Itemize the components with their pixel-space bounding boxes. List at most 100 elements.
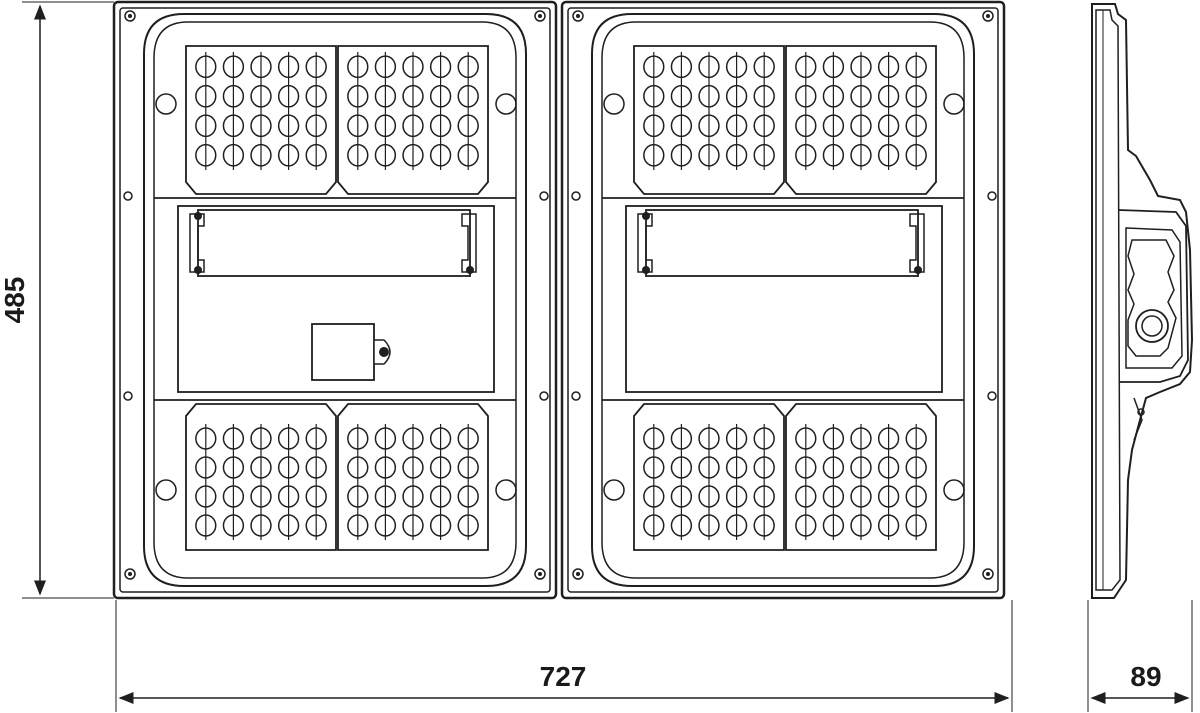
screw-head (986, 14, 990, 18)
led-lens (725, 514, 748, 537)
led-lens (402, 456, 424, 479)
led-lens (347, 427, 369, 450)
front-view (112, 0, 1006, 600)
led-lens (402, 55, 424, 79)
led-lens (850, 55, 872, 79)
led-lens (753, 84, 775, 108)
height-dimension-label: 485 (0, 277, 30, 324)
led-lens (305, 114, 327, 138)
led-lens (850, 427, 872, 450)
led-lens (305, 55, 327, 79)
led-lens (905, 485, 927, 508)
led-lens (277, 485, 300, 508)
led-lens (347, 84, 369, 108)
led-lens (698, 427, 720, 450)
led-lens (402, 143, 424, 167)
led-lens (347, 485, 369, 508)
screw-head (986, 572, 990, 576)
screw-head (576, 572, 580, 576)
led-lens (457, 427, 479, 450)
corner-screw (124, 10, 136, 22)
corner-screw (124, 568, 136, 580)
led-lens (670, 114, 693, 138)
screw-head (576, 14, 580, 18)
led-lens (877, 514, 900, 537)
led-lens (850, 114, 872, 138)
led-lens (643, 485, 665, 508)
led-lens (698, 514, 720, 537)
screw-head (128, 14, 132, 18)
led-module (337, 45, 489, 195)
side-screw (123, 391, 133, 401)
led-lens (643, 456, 665, 479)
side-screw (539, 391, 549, 401)
led-lens (850, 84, 872, 108)
terminal-gland-nut (379, 347, 389, 357)
led-lens (822, 55, 845, 79)
led-lens (250, 143, 272, 167)
screw-head (128, 572, 132, 576)
led-lens (753, 514, 775, 537)
led-lens (277, 114, 300, 138)
width-dimension-label: 727 (540, 661, 587, 692)
led-lens (795, 143, 817, 167)
led-lens (374, 427, 397, 450)
led-lens (822, 427, 845, 450)
led-lens (905, 114, 927, 138)
led-lens (277, 55, 300, 79)
led-lens (725, 114, 748, 138)
led-module (633, 45, 785, 195)
led-lens (670, 55, 693, 79)
side-screw (571, 391, 581, 401)
led-lens (250, 485, 272, 508)
led-lens (374, 514, 397, 537)
led-lens (277, 143, 300, 167)
lens-window-inner (153, 21, 517, 579)
corner-screw (982, 10, 994, 22)
depth-dimension-label: 89 (1130, 661, 1161, 692)
led-lens (222, 143, 245, 167)
led-lens (795, 114, 817, 138)
led-lens (374, 84, 397, 108)
led-lens (457, 84, 479, 108)
led-lens (305, 84, 327, 108)
led-lens (905, 84, 927, 108)
led-lens (670, 514, 693, 537)
led-lens (374, 114, 397, 138)
led-lens (250, 456, 272, 479)
led-lens (305, 514, 327, 537)
led-lens (347, 55, 369, 79)
led-lens (457, 55, 479, 79)
led-lens (195, 143, 217, 167)
led-lens (195, 114, 217, 138)
led-lens (670, 456, 693, 479)
led-lens (753, 55, 775, 79)
led-lens (374, 55, 397, 79)
led-lens (753, 143, 775, 167)
led-lens (402, 114, 424, 138)
mounting-hole (943, 93, 965, 115)
led-lens (850, 514, 872, 537)
corner-screw (982, 568, 994, 580)
led-lens (795, 456, 817, 479)
led-lens (850, 456, 872, 479)
led-lens (250, 114, 272, 138)
led-lens (250, 55, 272, 79)
led-lens (402, 427, 424, 450)
led-lens (347, 114, 369, 138)
led-lens (347, 514, 369, 537)
side-view (1091, 3, 1194, 599)
mounting-hole (155, 479, 177, 501)
led-lens (195, 55, 217, 79)
led-lens (374, 456, 397, 479)
housing-rim (567, 7, 999, 593)
screw-head (538, 14, 542, 18)
led-lens (277, 427, 300, 450)
led-lens (877, 84, 900, 108)
led-lens (725, 84, 748, 108)
led-lens (877, 143, 900, 167)
led-lens (822, 485, 845, 508)
led-lens (725, 143, 748, 167)
led-lens (305, 456, 327, 479)
led-lens (795, 514, 817, 537)
